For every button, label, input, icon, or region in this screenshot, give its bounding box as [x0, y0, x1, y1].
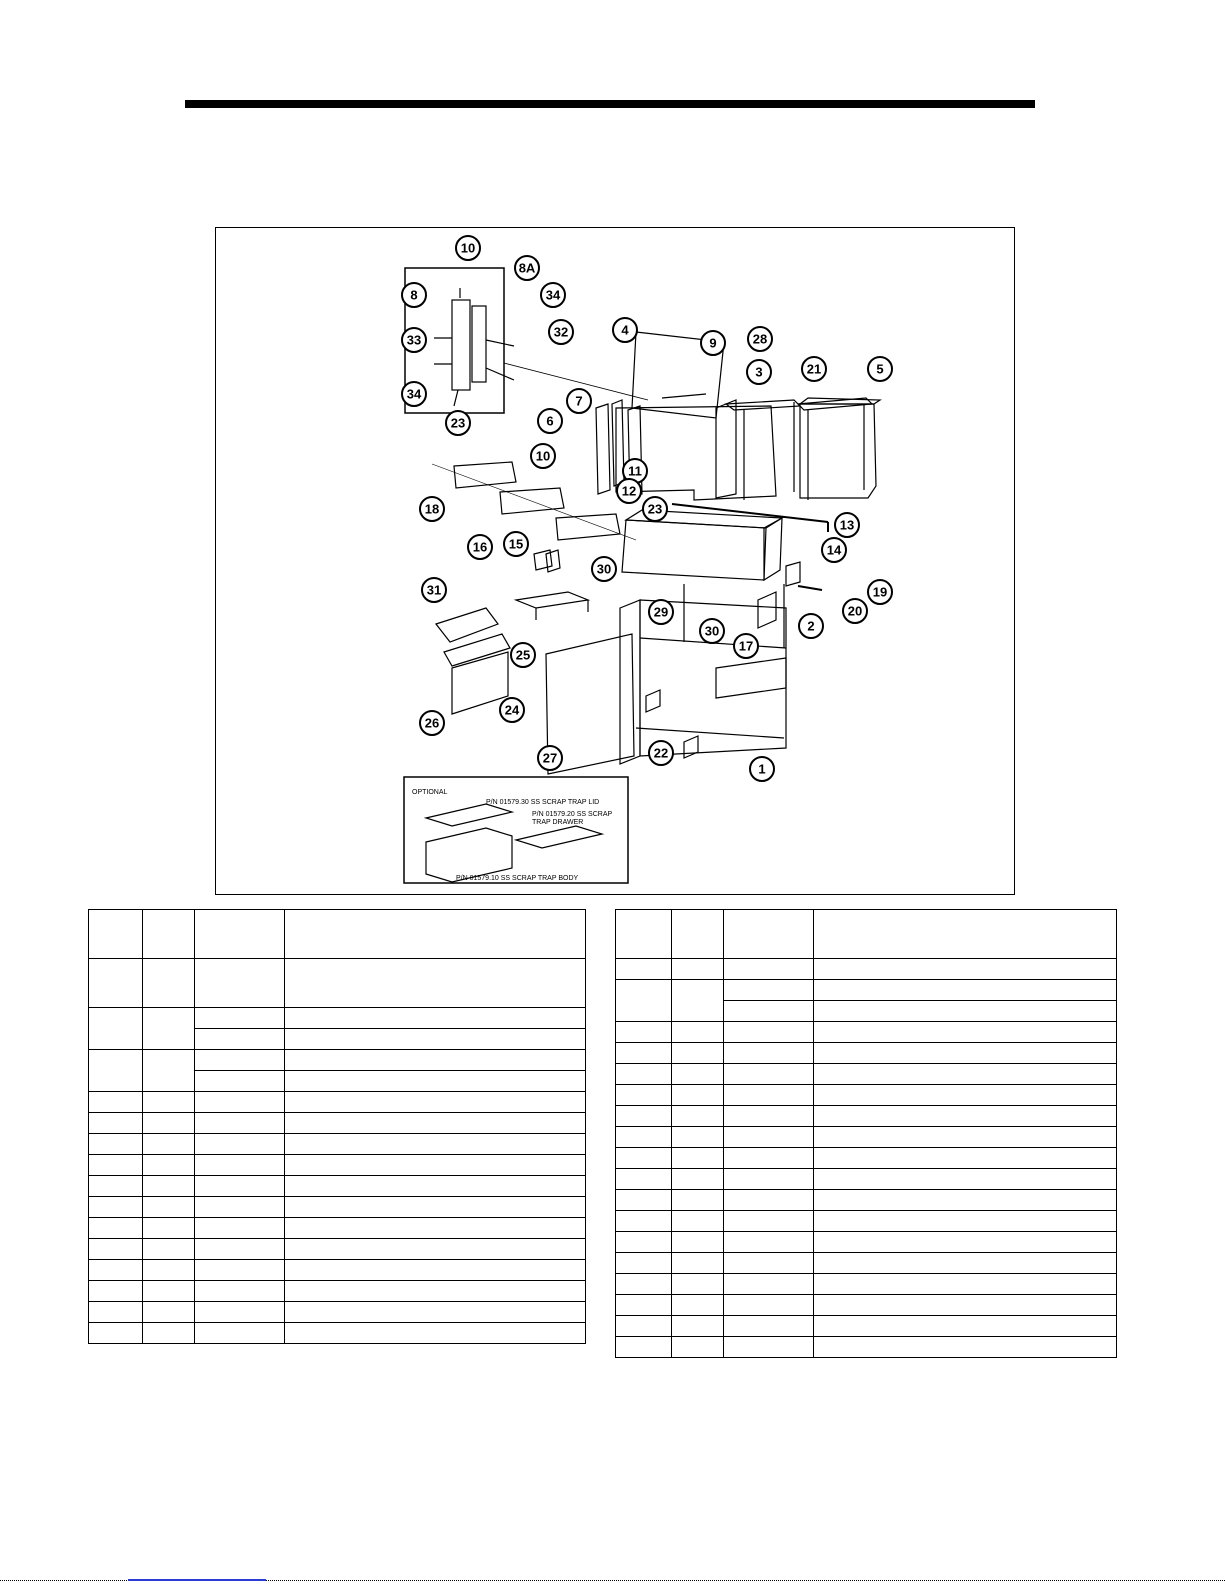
footer-dotted-line [0, 1580, 1225, 1581]
svg-text:15: 15 [509, 537, 523, 552]
svg-text:30: 30 [705, 624, 719, 639]
callout-30: 30 [699, 618, 725, 644]
callout-26: 26 [419, 710, 445, 736]
callout-27: 27 [537, 745, 563, 771]
callout-10: 10 [530, 443, 556, 469]
diagram-drawing: OPTIONAL P/N 01579.30 SS SCRAP TRAP LID … [401, 235, 893, 884]
svg-text:30: 30 [597, 562, 611, 577]
svg-text:13: 13 [840, 518, 854, 533]
callout-17: 17 [733, 633, 759, 659]
svg-text:6: 6 [546, 414, 553, 429]
svg-text:10: 10 [536, 449, 550, 464]
svg-text:1: 1 [758, 762, 765, 777]
callout-6: 6 [537, 408, 563, 434]
callout-10: 10 [455, 235, 481, 261]
svg-text:29: 29 [654, 605, 668, 620]
optional-inset-box [403, 776, 629, 884]
callout-18: 18 [419, 496, 445, 522]
callout-34: 34 [401, 381, 427, 407]
svg-text:4: 4 [621, 323, 629, 338]
header-rule [185, 100, 1035, 108]
svg-text:28: 28 [753, 332, 767, 347]
callout-15: 15 [503, 531, 529, 557]
callout-33: 33 [401, 327, 427, 353]
svg-text:32: 32 [554, 325, 568, 340]
svg-text:23: 23 [648, 502, 662, 517]
inset-plate [471, 305, 487, 383]
exploded-parts-diagram: OPTIONAL P/N 01579.30 SS SCRAP TRAP LID … [215, 227, 1015, 895]
callout-9: 9 [700, 330, 726, 356]
callout-25: 25 [510, 642, 536, 668]
callout-19: 19 [867, 579, 893, 605]
optional-body-label: P/N 01579.10 SS SCRAP TRAP BODY [456, 875, 579, 882]
inset-bracket [451, 299, 471, 391]
callout-14: 14 [821, 537, 847, 563]
svg-text:18: 18 [425, 502, 439, 517]
callout-23: 23 [445, 410, 471, 436]
svg-text:7: 7 [575, 394, 582, 409]
callout-22: 22 [648, 740, 674, 766]
callout-3: 3 [746, 359, 772, 385]
svg-text:11: 11 [628, 464, 642, 479]
svg-text:16: 16 [473, 540, 487, 555]
callout-28: 28 [747, 326, 773, 352]
optional-title: OPTIONAL [412, 789, 448, 796]
svg-text:17: 17 [739, 639, 753, 654]
callout-7: 7 [566, 388, 592, 414]
svg-text:27: 27 [543, 751, 557, 766]
callout-34: 34 [540, 282, 566, 308]
svg-text:10: 10 [461, 241, 475, 256]
callout-29: 29 [648, 599, 674, 625]
svg-text:3: 3 [755, 365, 762, 380]
callout-32: 32 [548, 319, 574, 345]
callout-24: 24 [499, 697, 525, 723]
svg-text:2: 2 [807, 619, 814, 634]
callout-30: 30 [591, 556, 617, 582]
svg-text:23: 23 [451, 416, 465, 431]
callout-12: 12 [616, 478, 642, 504]
footer-link-underline[interactable] [128, 1579, 266, 1581]
svg-text:34: 34 [407, 387, 422, 402]
callout-8: 8 [401, 282, 427, 308]
callout-11: 11 [622, 458, 648, 484]
svg-text:19: 19 [873, 585, 887, 600]
svg-text:8: 8 [410, 288, 417, 303]
svg-text:34: 34 [546, 288, 561, 303]
callout-23: 23 [642, 496, 668, 522]
svg-text:12: 12 [622, 484, 636, 499]
callout-8A: 8A [514, 255, 540, 281]
svg-text:21: 21 [807, 362, 821, 377]
optional-drawer-label-2: TRAP DRAWER [532, 819, 583, 826]
svg-text:31: 31 [427, 583, 441, 598]
parts-table-left [88, 909, 586, 1344]
svg-text:25: 25 [516, 648, 530, 663]
svg-text:5: 5 [876, 362, 883, 377]
svg-text:33: 33 [407, 333, 421, 348]
callout-20: 20 [842, 598, 868, 624]
callout-13: 13 [834, 512, 860, 538]
optional-drawer-label-1: P/N 01579.20 SS SCRAP [532, 811, 612, 818]
svg-text:22: 22 [654, 746, 668, 761]
callout-4: 4 [612, 317, 638, 343]
svg-text:14: 14 [827, 543, 842, 558]
callout-31: 31 [421, 577, 447, 603]
callout-21: 21 [801, 356, 827, 382]
callout-2: 2 [798, 613, 824, 639]
svg-text:26: 26 [425, 716, 439, 731]
parts-table-right [615, 909, 1117, 1358]
svg-text:24: 24 [505, 703, 520, 718]
callout-1: 1 [749, 756, 775, 782]
svg-text:9: 9 [709, 336, 716, 351]
callout-16: 16 [467, 534, 493, 560]
svg-text:8A: 8A [519, 261, 536, 276]
optional-lid-label: P/N 01579.30 SS SCRAP TRAP LID [486, 799, 599, 806]
svg-text:20: 20 [848, 604, 862, 619]
callout-5: 5 [867, 356, 893, 382]
